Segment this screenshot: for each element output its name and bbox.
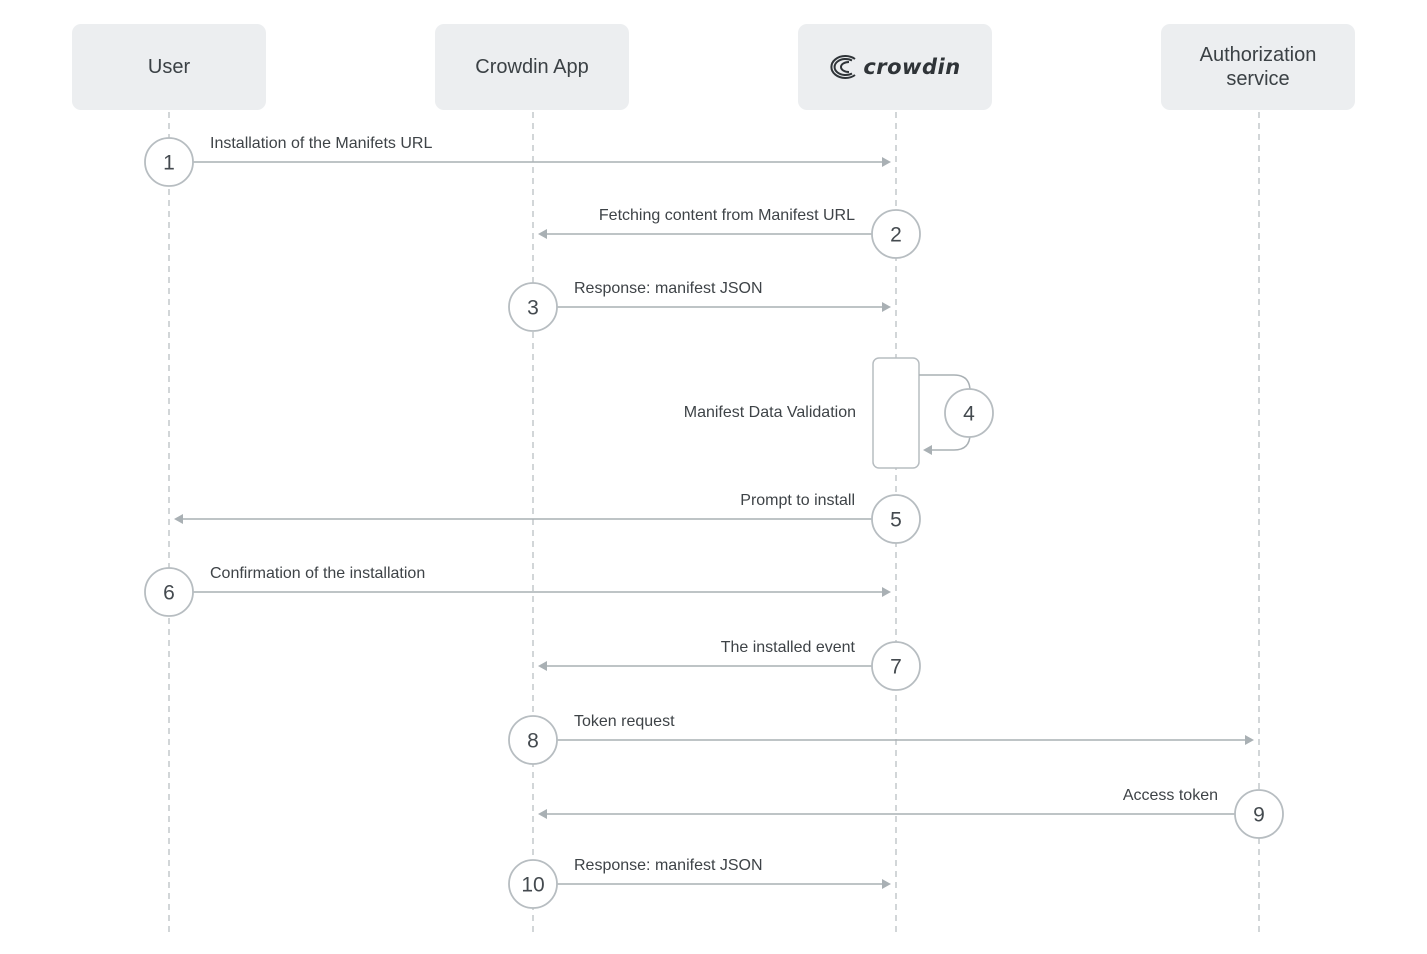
step-number: 7 [890, 656, 902, 679]
arrow-head [882, 879, 891, 889]
step-9-label: Access token [1122, 787, 1218, 804]
step-number: 3 [527, 297, 539, 320]
arrow-head [882, 302, 891, 312]
step-10-circle: 10 [508, 859, 558, 909]
step-number: 4 [963, 403, 975, 426]
step-1-label: Installation of the Manifets URL [210, 135, 433, 152]
step-3-circle: 3 [508, 282, 558, 332]
arrow-head [882, 157, 891, 167]
step-3-label: Response: manifest JSON [574, 280, 763, 297]
crowdin-logo: crowdin [829, 55, 960, 79]
step-8-label: Token request [574, 713, 675, 730]
step-5-circle: 5 [871, 494, 921, 544]
step-2-circle: 2 [871, 209, 921, 259]
arrow-head [538, 229, 547, 239]
participant-label: Crowdin App [475, 56, 589, 78]
step-2-label: Fetching content from Manifest URL [598, 207, 855, 224]
step-number: 2 [890, 224, 902, 247]
participant-label: User [147, 56, 191, 78]
step-7-label: The installed event [720, 639, 855, 656]
participant-crowdin: crowdin [798, 24, 992, 110]
step-4-label: Manifest Data Validation [683, 404, 856, 421]
arrow-head [538, 661, 547, 671]
step-number: 1 [163, 152, 175, 175]
step-number: 9 [1253, 804, 1265, 827]
step-1-circle: 1 [144, 137, 194, 187]
participant-label: crowdin [863, 55, 961, 79]
arrow-head [923, 445, 932, 455]
arrow-head [882, 587, 891, 597]
step-9-circle: 9 [1234, 789, 1284, 839]
participant-label: Authorization service [1199, 44, 1317, 90]
arrow-head [538, 809, 547, 819]
step-10-label: Response: manifest JSON [574, 857, 763, 874]
step-4-circle: 4 [944, 388, 994, 438]
step-7-circle: 7 [871, 641, 921, 691]
activation-box [872, 357, 920, 469]
participant-app: Crowdin App [435, 24, 629, 110]
step-6-circle: 6 [144, 567, 194, 617]
participant-user: User [72, 24, 266, 110]
step-number: 10 [521, 874, 544, 897]
step-8-circle: 8 [508, 715, 558, 765]
arrow-head [1245, 735, 1254, 745]
step-6-label: Confirmation of the installation [210, 565, 426, 582]
step-number: 6 [163, 582, 175, 605]
step-number: 5 [890, 509, 902, 532]
step-5-label: Prompt to install [740, 492, 855, 509]
participant-auth: Authorization service [1161, 24, 1355, 110]
step-number: 8 [527, 730, 539, 753]
arrow-head [174, 514, 183, 524]
crowdin-logo-icon [830, 55, 856, 79]
